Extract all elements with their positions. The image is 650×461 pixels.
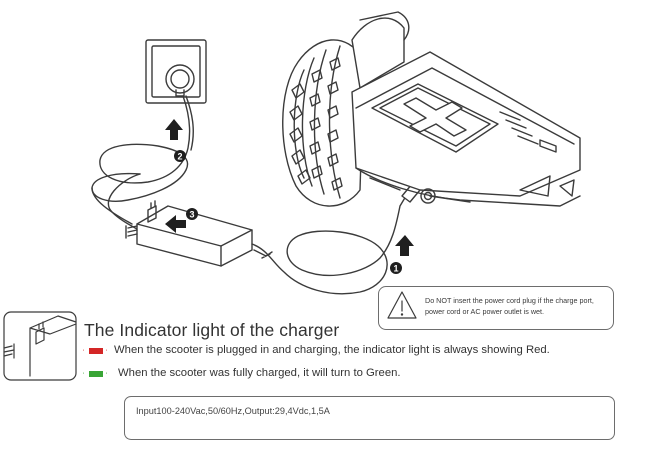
green-indicator-swatch [89, 371, 103, 377]
svg-text:': ' [83, 350, 84, 356]
wall-cord [91, 95, 194, 230]
svg-text:': ' [83, 373, 84, 379]
step-2-arrow-icon [165, 119, 183, 140]
hoverboard-wheel [282, 39, 365, 207]
svg-text:': ' [106, 350, 107, 356]
step-3-arrow-icon [165, 215, 186, 233]
indicator-title: The Indicator light of the charger [84, 320, 340, 340]
step-badges: 2 3 1 [174, 150, 402, 274]
step-3-number: 3 [189, 210, 194, 220]
indicator-green-text: When the scooter was fully charged, it w… [118, 367, 401, 379]
wall-outlet [145, 39, 207, 104]
svg-text:': ' [106, 373, 107, 379]
charger-brick [125, 200, 253, 267]
warning-box: Do NOT insert the power cord plug if the… [378, 286, 614, 330]
warning-text: Do NOT insert the power cord plug if the… [425, 296, 594, 316]
indicator-swatches: ' ' ' ' [83, 348, 107, 379]
warning-icon [387, 291, 417, 319]
spec-text: Input100-240Vac,50/60Hz,Output:29,4Vdc,1… [136, 406, 330, 416]
spec-box: Input100-240Vac,50/60Hz,Output:29,4Vdc,1… [124, 396, 615, 440]
charger-thumbnail [3, 311, 77, 381]
step-1-arrow-icon [395, 235, 414, 256]
indicator-red-text: When the scooter is plugged in and charg… [114, 344, 550, 356]
step-2-number: 2 [177, 152, 182, 162]
hoverboard-body [351, 11, 581, 207]
red-indicator-swatch [89, 348, 103, 354]
step-1-number: 1 [393, 264, 398, 274]
